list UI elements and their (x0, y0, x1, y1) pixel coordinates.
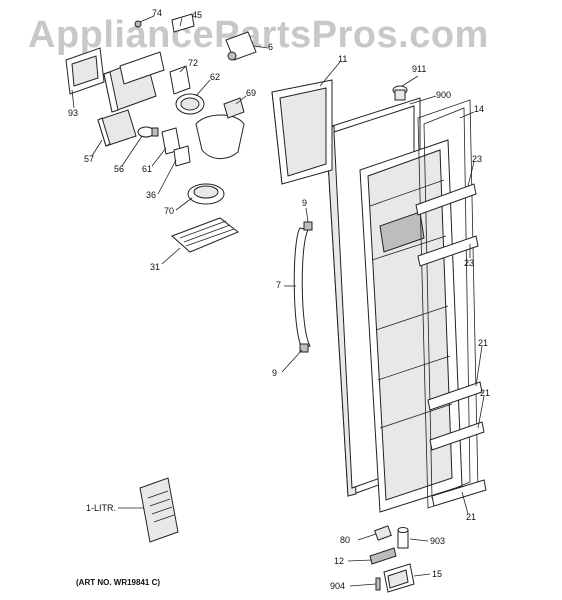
part-911 (392, 85, 408, 101)
callout-23-bottom: 23 (464, 258, 475, 268)
dispenser-panel (271, 79, 333, 185)
callout-21-c: 21 (466, 512, 477, 522)
callout-70: 70 (164, 206, 175, 216)
callout-903: 903 (430, 536, 446, 546)
callout-15: 15 (432, 569, 443, 579)
callout-72: 72 (188, 58, 199, 68)
callout-36: 36 (146, 190, 157, 200)
callout-9-top: 9 (302, 198, 308, 208)
callout-93: 93 (68, 108, 79, 118)
callout-904: 904 (330, 581, 346, 591)
callout-6: 6 (268, 42, 274, 52)
callout-1-litr: 1-LITR. (86, 503, 117, 513)
callout-911: 911 (412, 64, 427, 74)
door-handle (293, 221, 313, 353)
callout-23-top: 23 (472, 154, 483, 164)
callout-11: 11 (338, 54, 348, 64)
callout-31: 31 (150, 262, 161, 272)
callout-56: 56 (114, 164, 125, 174)
door-shelves (415, 183, 487, 507)
callout-14: 14 (474, 104, 485, 114)
callout-80: 80 (340, 535, 351, 545)
callout-21-a: 21 (478, 338, 489, 348)
callout-61: 61 (142, 164, 153, 174)
callout-12: 12 (334, 556, 345, 566)
watermark: AppliancePartsPros.com (28, 14, 489, 56)
literature-booklet (139, 477, 179, 543)
callout-45: 45 (192, 10, 203, 20)
callout-9-bottom: 9 (272, 368, 278, 378)
leader-lines (71, 15, 485, 587)
callout-74: 74 (152, 8, 163, 18)
ice-dispenser-assembly (65, 13, 257, 253)
callout-69: 69 (246, 88, 257, 98)
callout-21-b: 21 (480, 388, 491, 398)
art-number: (ART NO. WR19841 C) (76, 578, 161, 587)
bottom-hinge-parts (369, 525, 415, 593)
callout-57: 57 (84, 154, 95, 164)
callout-62: 62 (210, 72, 221, 82)
door-liner (359, 139, 463, 513)
callout-7: 7 (276, 280, 282, 290)
callout-900: 900 (436, 90, 452, 100)
